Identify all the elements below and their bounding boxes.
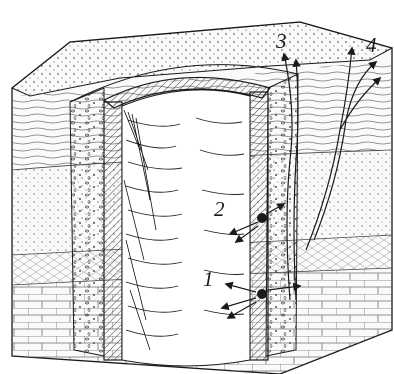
- casing-wall-right: [250, 92, 268, 360]
- callout-label-1: 1: [203, 267, 214, 291]
- casing-wall-left: [104, 102, 122, 360]
- callout-label-3: 3: [275, 29, 287, 53]
- callout-label-4: 4: [366, 33, 377, 57]
- callout-label-2: 2: [214, 197, 225, 221]
- casing-pipe: [104, 77, 270, 366]
